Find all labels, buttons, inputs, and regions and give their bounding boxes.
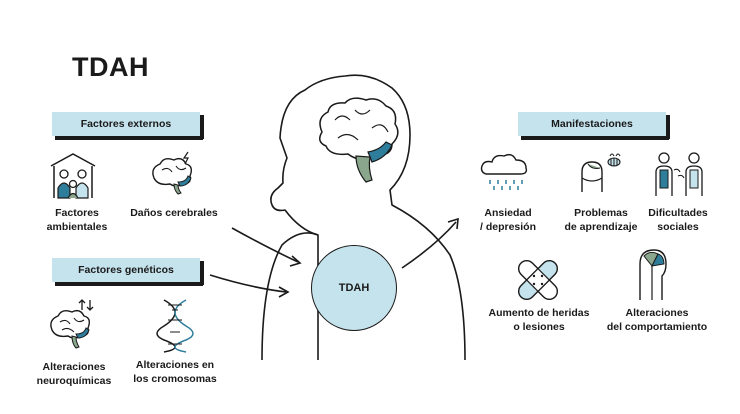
pill-factores-geneticos: Factores genéticos	[52, 258, 204, 286]
brain-arrows-icon	[50, 299, 94, 349]
label-factores-ambientales: Factores ambientales	[46, 207, 108, 233]
label-alteraciones-comportamiento: Alteraciones del comportamiento	[606, 307, 708, 333]
people-house-icon	[50, 153, 96, 199]
label-alteraciones-neuroquimicas: Alteraciones neuroquímicas	[36, 361, 112, 387]
head-profile-icon	[639, 249, 667, 300]
label-alteraciones-cromosomas: Alteraciones en los cromosomas	[133, 359, 217, 385]
people-talking-icon	[655, 152, 703, 196]
label-ansiedad-depresion: Ansiedad / depresión	[479, 207, 536, 233]
label-dificultades-sociales: Dificultades sociales	[648, 207, 708, 233]
rain-cloud-icon	[480, 153, 528, 190]
head-bee-icon	[581, 153, 621, 192]
brain-lightning-icon	[152, 151, 193, 195]
page-title: TDAH	[72, 52, 149, 82]
pill-manifestaciones: Manifestaciones	[518, 112, 670, 140]
bandage-icon	[517, 259, 559, 301]
label-problemas-aprendizaje: Problemas de aprendizaje	[564, 207, 638, 233]
center-tdah-circle: TDAH	[311, 245, 397, 331]
label-danos-cerebrales: Daños cerebrales	[130, 207, 218, 219]
dna-icon	[156, 299, 194, 353]
pill-factores-externos: Factores externos	[52, 112, 204, 140]
label-aumento-heridas: Aumento de heridas o lesiones	[488, 307, 590, 333]
